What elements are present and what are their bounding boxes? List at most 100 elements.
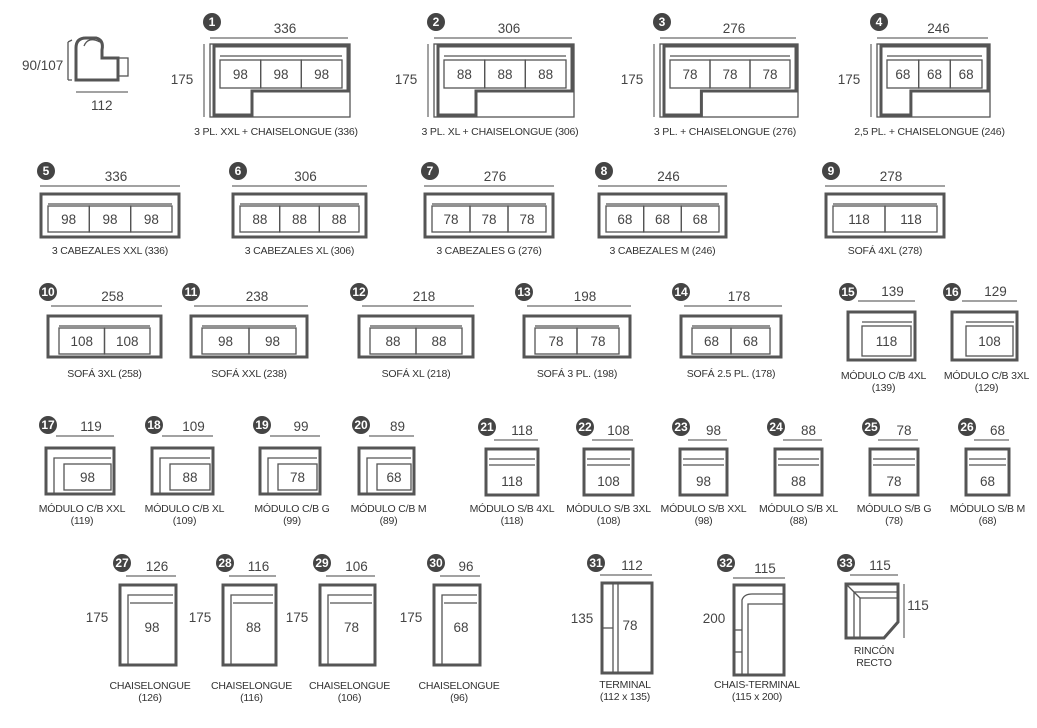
arm-line (159, 457, 210, 494)
module-number-badge (113, 554, 131, 572)
seat-width: 88 (538, 67, 553, 82)
module-number-badge (253, 416, 271, 434)
module-label: (78) (885, 515, 903, 527)
module-label: SOFÁ 2.5 PL. (178) (687, 367, 776, 380)
sofa-outline (212, 44, 350, 117)
seat-cushion (949, 59, 983, 89)
module-label: SOFÁ 3 PL. (198) (537, 367, 617, 380)
seat-width: 98 (314, 67, 329, 82)
width-dimension: 108 (607, 423, 630, 438)
seat-cushion (507, 205, 547, 233)
module-label: MÓDULO C/B 3XL (944, 369, 1030, 382)
module-label: (129) (975, 382, 999, 394)
width-dimension: 119 (80, 419, 102, 434)
module-number: 31 (589, 556, 603, 570)
module-outline (484, 447, 540, 497)
sofa-outline (597, 192, 728, 239)
seat-width: 68 (743, 334, 758, 349)
seat-width: 88 (246, 620, 261, 635)
seat-cushion (103, 327, 151, 355)
module-label: MÓDULO S/B 4XL (470, 502, 555, 515)
seat-width: 88 (385, 334, 400, 349)
seat-width: 78 (548, 334, 563, 349)
width-dimension: 99 (293, 419, 308, 434)
module-number: 11 (185, 285, 198, 299)
width-dimension: 115 (869, 558, 891, 573)
depth-dimension: 175 (189, 610, 212, 625)
module-outline (868, 447, 920, 497)
width-dimension: 276 (723, 21, 746, 36)
width-dimension: 118 (511, 423, 533, 438)
module-label: (89) (380, 515, 398, 527)
sofa-outline (189, 314, 309, 359)
seat-width: 78 (481, 212, 496, 227)
width-dimension: 246 (657, 169, 680, 184)
module-label: (112 x 135) (600, 691, 650, 703)
module-number: 10 (41, 285, 55, 299)
sofa-outline (436, 44, 574, 117)
module-number-badge (352, 416, 370, 434)
seat-width: 98 (218, 334, 233, 349)
arm-line (53, 457, 111, 494)
seat-width: 88 (431, 334, 446, 349)
seat-cushion (248, 327, 297, 355)
module-number: 33 (839, 556, 853, 570)
module-number-badge (943, 283, 961, 301)
module-number: 29 (315, 556, 329, 570)
module-outline (582, 447, 635, 497)
width-dimension: 336 (274, 21, 297, 36)
module-number: 25 (864, 420, 878, 434)
cushion-line (747, 603, 784, 675)
module-number-badge (313, 554, 331, 572)
width-dimension: 178 (728, 289, 751, 304)
seat-cushion (376, 463, 412, 491)
module-number-badge (145, 416, 163, 434)
arm-line (366, 457, 411, 494)
width-dimension: 278 (880, 169, 903, 184)
seat-width: 78 (722, 67, 737, 82)
module-number: 30 (429, 556, 443, 570)
module-label: 3 CABEZALES XXL (336) (52, 245, 168, 257)
width-dimension: 336 (105, 169, 128, 184)
module-label: (98) (695, 515, 713, 527)
seat-width: 108 (978, 334, 1001, 349)
seat-width: 98 (273, 67, 288, 82)
module-number-badge (203, 13, 221, 31)
module-label: 3 CABEZALES XL (306) (245, 245, 354, 257)
width-dimension: 115 (754, 561, 776, 576)
module-outline (964, 447, 1011, 497)
width-dimension: 276 (484, 169, 507, 184)
sofa-outline (522, 314, 632, 359)
module-label: MÓDULO S/B 3XL (566, 502, 651, 515)
module-outline (357, 446, 416, 496)
seat-cushion (63, 463, 112, 491)
module-number-badge (478, 418, 496, 436)
module-number: 5 (43, 164, 50, 178)
seat-width: 118 (501, 474, 523, 489)
width-dimension: 112 (621, 558, 643, 573)
depth-dimension: 175 (171, 72, 194, 87)
corner-outline (844, 582, 900, 640)
module-number-badge (870, 13, 888, 31)
seat-cushion (965, 325, 1014, 357)
module-label: (106) (338, 692, 362, 704)
seat-cushion (277, 463, 318, 491)
sofa-outline (357, 314, 475, 359)
module-number: 4 (876, 15, 883, 29)
module-number-badge (37, 162, 55, 180)
seat-width: 78 (590, 334, 605, 349)
seat-width: 78 (886, 474, 901, 489)
module-number-badge (672, 283, 690, 301)
module-label: 3 CABEZALES G (276) (436, 245, 541, 257)
cushion-profile (83, 39, 101, 47)
chaise-outline (432, 583, 482, 667)
